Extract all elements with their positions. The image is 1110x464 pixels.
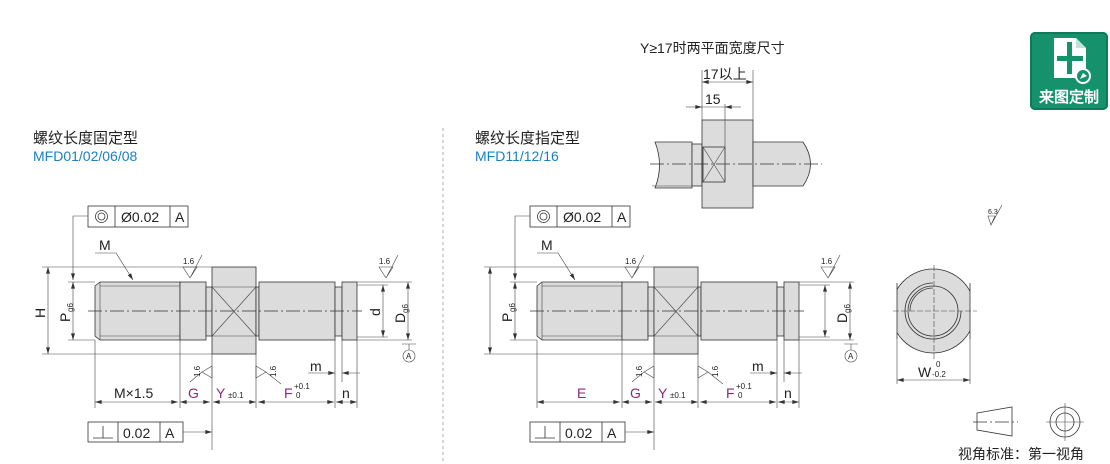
thread-label: M <box>541 237 553 253</box>
roughness-symbol-icon: 1.6 <box>378 254 399 279</box>
datum-a-circle <box>844 349 858 363</box>
svg-text:1.6: 1.6 <box>821 257 833 266</box>
perpendicularity-frame: 0.02 A <box>529 421 654 443</box>
roughness-symbol-icon: 1.6 <box>697 365 724 385</box>
roughness-symbol-icon: 1.6 <box>189 365 213 383</box>
dim-y-tol: ±0.1 <box>670 391 686 400</box>
dim-p-label: P <box>57 313 73 322</box>
perpendicularity-datum: A <box>607 425 617 441</box>
perpendicularity-datum: A <box>165 425 175 441</box>
svg-text:1.6: 1.6 <box>379 257 391 266</box>
svg-text:6.3: 6.3 <box>988 209 998 216</box>
dim-e-label: E <box>577 385 586 401</box>
end-view: W 0 -0.2 6.3 <box>893 204 1003 384</box>
coaxiality-icon <box>537 210 550 223</box>
width-w-tol-lower: -0.2 <box>932 370 946 379</box>
roughness-symbol-icon: 1.6 <box>255 365 282 385</box>
dim-f-label: F <box>726 385 735 401</box>
dim-f-tol-upper: +0.1 <box>736 382 752 391</box>
projection-label: 视角标准：第一视角 <box>958 446 1084 462</box>
dim-D-label: D <box>834 313 850 323</box>
logo-label: 来图定制 <box>1038 89 1099 106</box>
roughness-symbol-icon: 1.6 <box>820 254 841 279</box>
svg-text:1.6: 1.6 <box>635 365 644 377</box>
perpendicularity-frame: 0.02 A <box>87 421 212 443</box>
dim-n-label: n <box>784 385 792 401</box>
roughness-symbol-icon: 6.3 <box>987 204 1003 226</box>
part-drawing-2: 螺纹长度指定型 MFD11/12/16 Ø0.02 A M H P g6 d D… <box>475 130 858 450</box>
roughness-symbol-icon: 1.6 <box>182 254 203 279</box>
dim-D-label: D <box>392 313 408 323</box>
part-models: MFD01/02/06/08 <box>33 148 137 164</box>
first-angle-projection-icon <box>973 403 1084 441</box>
coaxiality-frame: Ø0.02 A <box>513 205 631 281</box>
roughness-symbol-icon: 1.6 <box>631 365 655 383</box>
dim-y-label: Y <box>658 385 668 401</box>
part-title: 螺纹长度固定型 <box>33 130 138 147</box>
dim-p-label: P <box>499 313 515 322</box>
flat-detail-note: Y≥17时两平面宽度尺寸 <box>640 40 785 56</box>
datum-a-circle <box>402 349 416 363</box>
coaxiality-datum: A <box>617 209 627 225</box>
custom-drawing-logo[interactable]: 来图定制 <box>1030 32 1108 110</box>
part-drawing-1: 螺纹长度固定型 MFD01/02/06/08 Ø0.02 A M H P g6 … <box>32 130 416 450</box>
drawing-file-icon <box>1054 38 1091 84</box>
coaxiality-icon <box>95 210 108 223</box>
dim-thread-length-label: M×1.5 <box>114 385 154 401</box>
datum-a-label: A <box>848 352 854 361</box>
coaxiality-datum: A <box>175 209 185 225</box>
dim-f-tol-lower: 0 <box>738 391 743 400</box>
svg-text:1.6: 1.6 <box>625 257 637 266</box>
datum-a-label: A <box>406 352 412 361</box>
part-title: 螺纹长度指定型 <box>475 130 580 147</box>
perpendicularity-value: 0.02 <box>123 425 150 441</box>
svg-text:1.6: 1.6 <box>711 365 720 377</box>
width-w-label: W <box>918 364 932 380</box>
flat-width-detail: Y≥17时两平面宽度尺寸 17以上 15 <box>640 40 822 209</box>
dim-m-label: m <box>310 358 322 374</box>
dim-m-label: m <box>752 358 764 374</box>
svg-text:1.6: 1.6 <box>183 257 195 266</box>
dim-y-tol: ±0.1 <box>228 391 244 400</box>
thread-label: M <box>99 237 111 253</box>
dim-h-label: H <box>32 308 48 318</box>
coaxiality-value: Ø0.02 <box>563 209 601 225</box>
dim-p-tol: g6 <box>66 303 75 312</box>
svg-text:1.6: 1.6 <box>269 365 278 377</box>
roughness-symbol-icon: 1.6 <box>624 254 645 279</box>
dim-p-tol: g6 <box>508 303 517 312</box>
perpendicularity-icon <box>93 426 113 439</box>
perpendicularity-icon <box>535 426 555 439</box>
dim-inner: 15 <box>705 91 721 107</box>
svg-text:1.6: 1.6 <box>193 365 202 377</box>
dim-D-tol: g6 <box>843 304 852 313</box>
dim-d-label: d <box>367 308 383 316</box>
width-w-tol-upper: 0 <box>936 360 941 369</box>
coaxiality-frame: Ø0.02 A <box>71 205 189 281</box>
dim-D-tol: g6 <box>401 304 410 313</box>
dim-f-label: F <box>284 385 293 401</box>
perpendicularity-value: 0.02 <box>565 425 592 441</box>
dim-g-label: G <box>630 385 641 401</box>
dim-n-label: n <box>342 385 350 401</box>
dim-g-label: G <box>188 385 199 401</box>
dim-outer: 17以上 <box>703 66 747 82</box>
coaxiality-value: Ø0.02 <box>121 209 159 225</box>
part-models: MFD11/12/16 <box>475 148 559 164</box>
dim-y-label: Y <box>216 385 226 401</box>
dim-f-tol-lower: 0 <box>296 391 301 400</box>
dim-f-tol-upper: +0.1 <box>294 382 310 391</box>
